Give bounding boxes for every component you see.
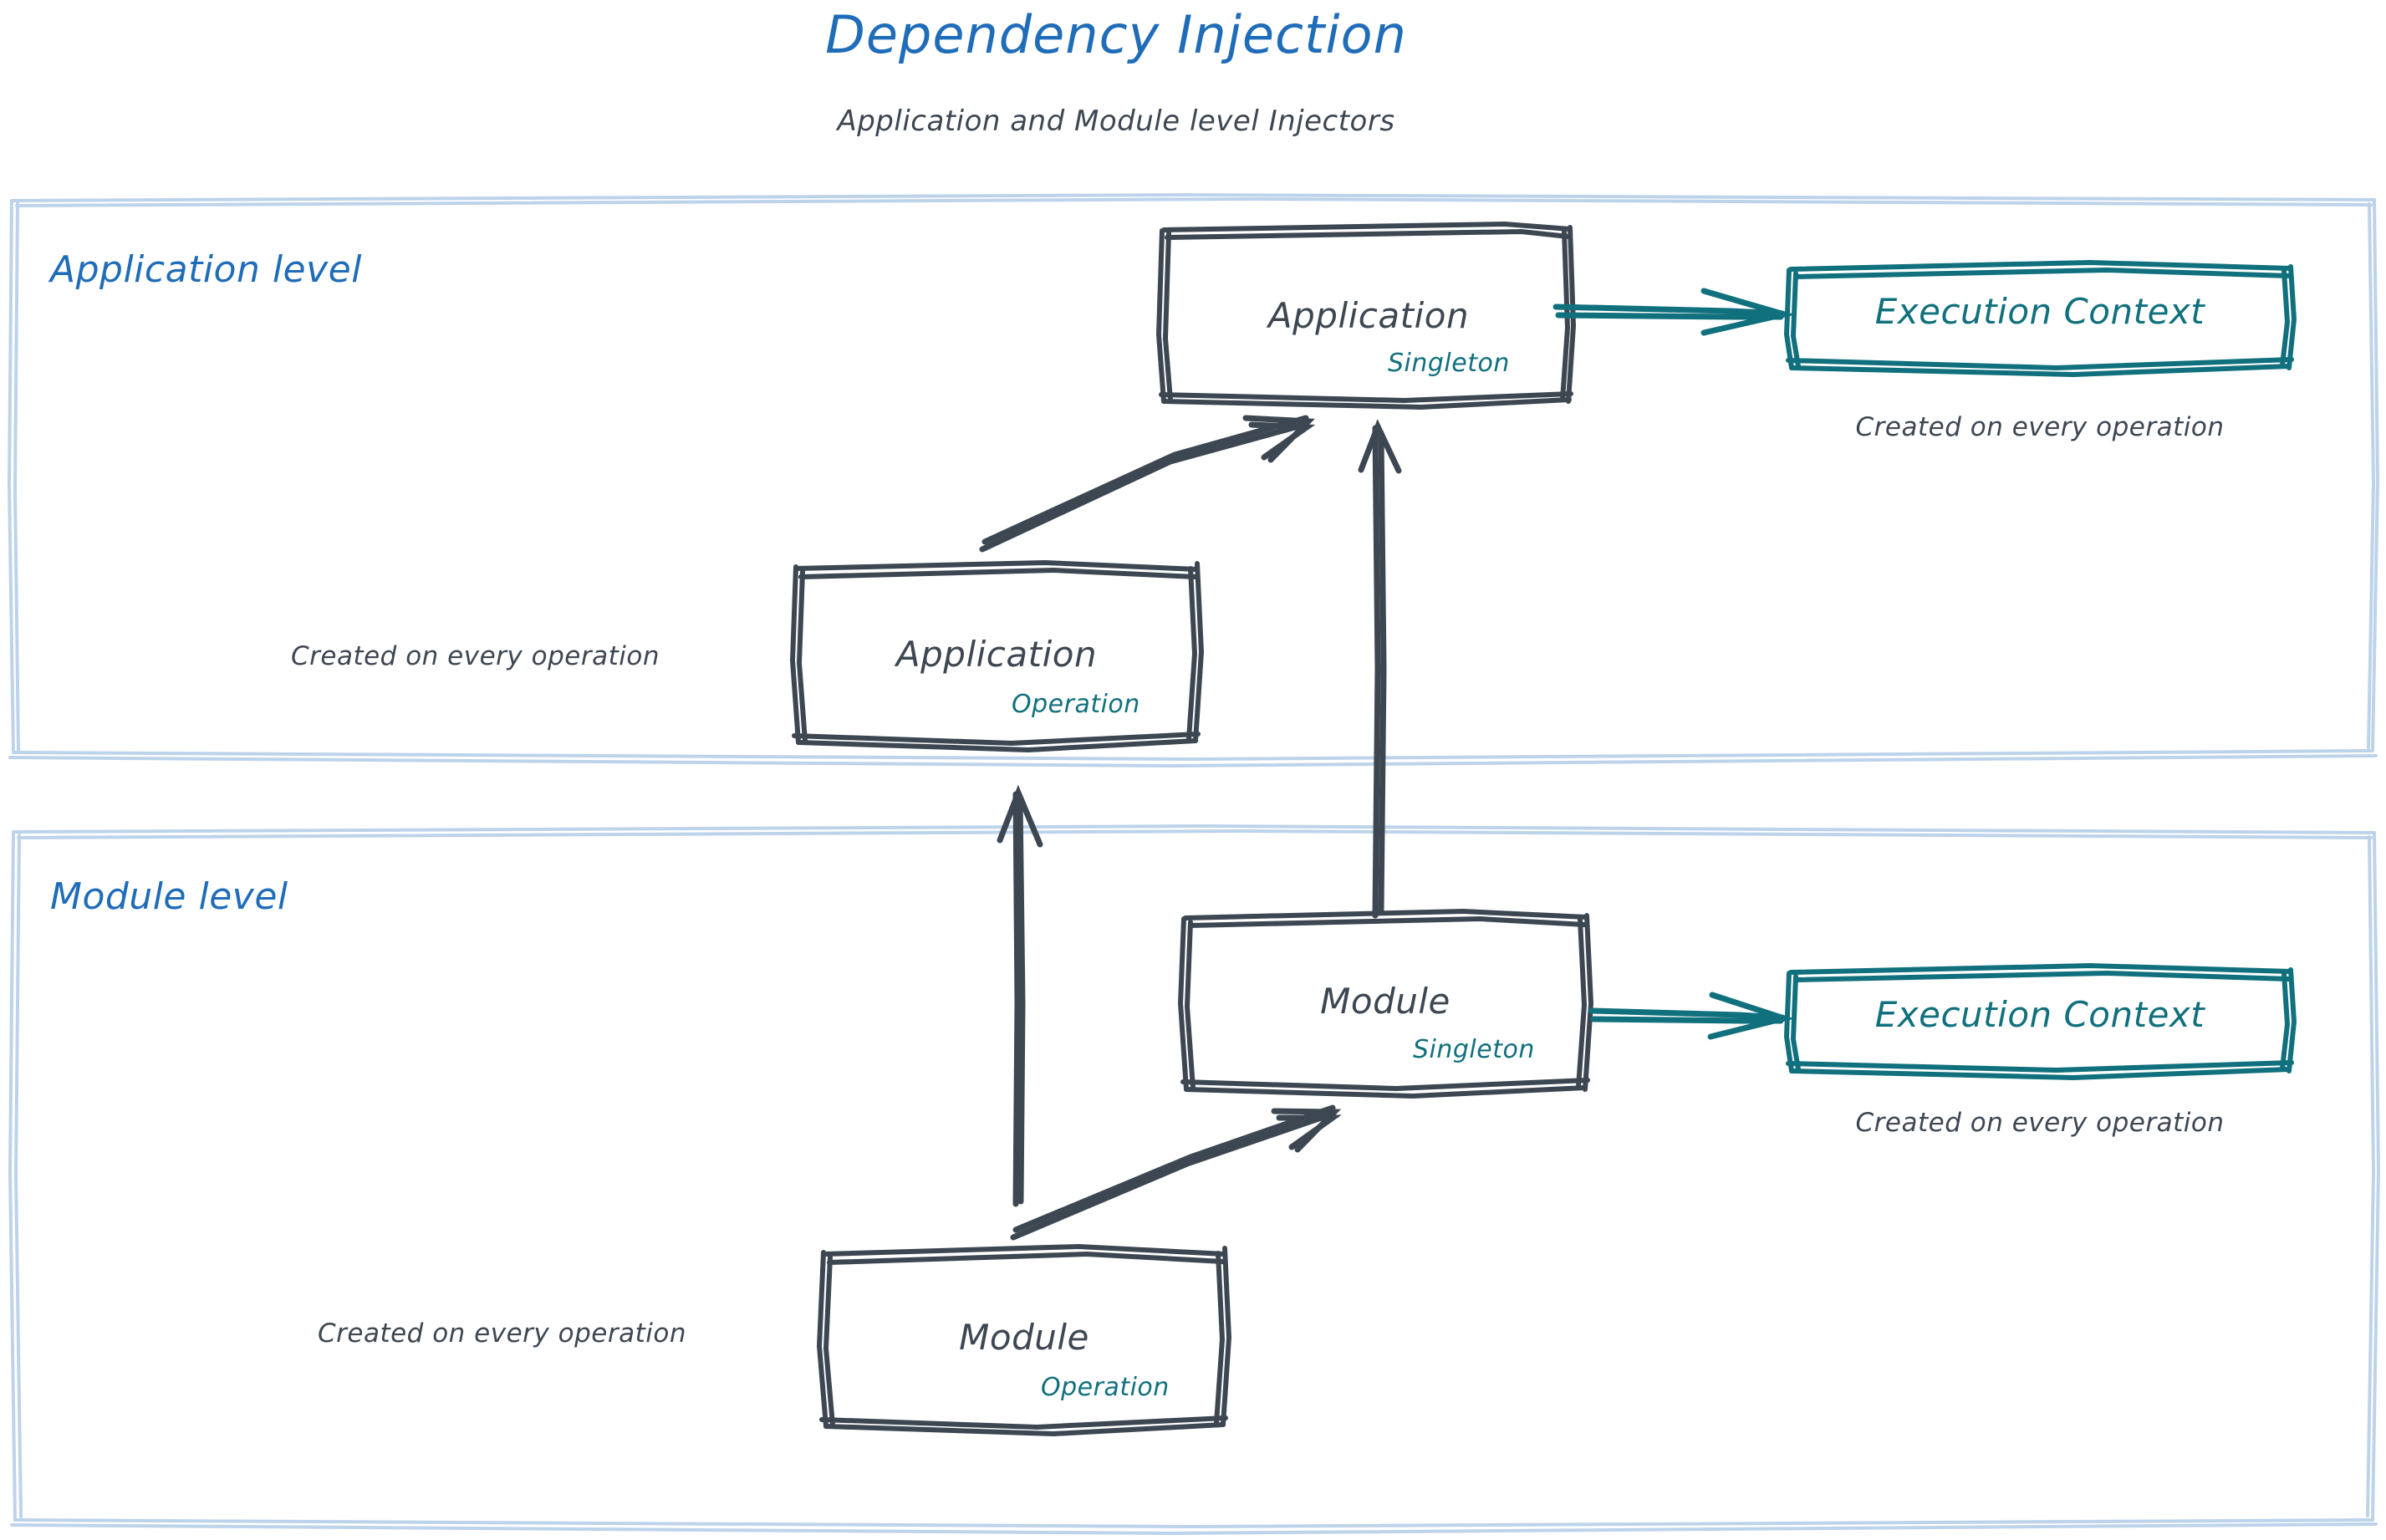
zone-label-application-level: Application level [50,248,362,291]
arrow-module-operation-to-module-singleton [1010,1104,1342,1241]
module-operation-caption: Created on every operation [318,1318,686,1349]
arrow-app-singleton-to-exec-context [1552,288,1796,336]
module-singleton-title: Module [1320,981,1450,1022]
arrow-module-singleton-to-app-singleton [1358,419,1402,919]
module-execution-context-caption: Created on every operation [1855,1108,2225,1138]
application-operation-scope: Operation [1012,690,1140,719]
arrow-app-operation-to-app-singleton [979,415,1316,553]
module-operation-box-outline [816,1243,1232,1437]
application-operation-title: Application [895,634,1098,675]
zone-module-level-border [8,824,2381,1536]
application-operation-caption: Created on every operation [291,641,660,671]
application-singleton-title: Application [1267,295,1470,336]
module-execution-context-title: Execution Context [1874,994,2205,1035]
application-operation-box-outline [789,559,1205,753]
page-title: Dependency Injection [825,4,1407,65]
module-operation-scope: Operation [1041,1373,1170,1402]
application-singleton-scope: Singleton [1388,349,1510,378]
application-execution-context-caption: Created on every operation [1855,412,2225,442]
module-singleton-box-outline [1177,908,1594,1099]
application-execution-context-box-outline [1783,259,2297,378]
zone-label-module-level: Module level [50,875,288,918]
arrow-module-operation-to-app-operation [997,784,1043,1207]
arrow-module-singleton-to-exec-context [1588,992,1795,1040]
module-execution-context-box-outline [1783,962,2297,1081]
application-execution-context-title: Execution Context [1874,291,2205,332]
application-singleton-box-outline [1155,221,1577,410]
module-singleton-scope: Singleton [1413,1035,1535,1064]
zone-application-level-border [7,192,2380,768]
page-subtitle: Application and Module level Injectors [837,105,1395,138]
module-operation-title: Module [959,1317,1089,1358]
